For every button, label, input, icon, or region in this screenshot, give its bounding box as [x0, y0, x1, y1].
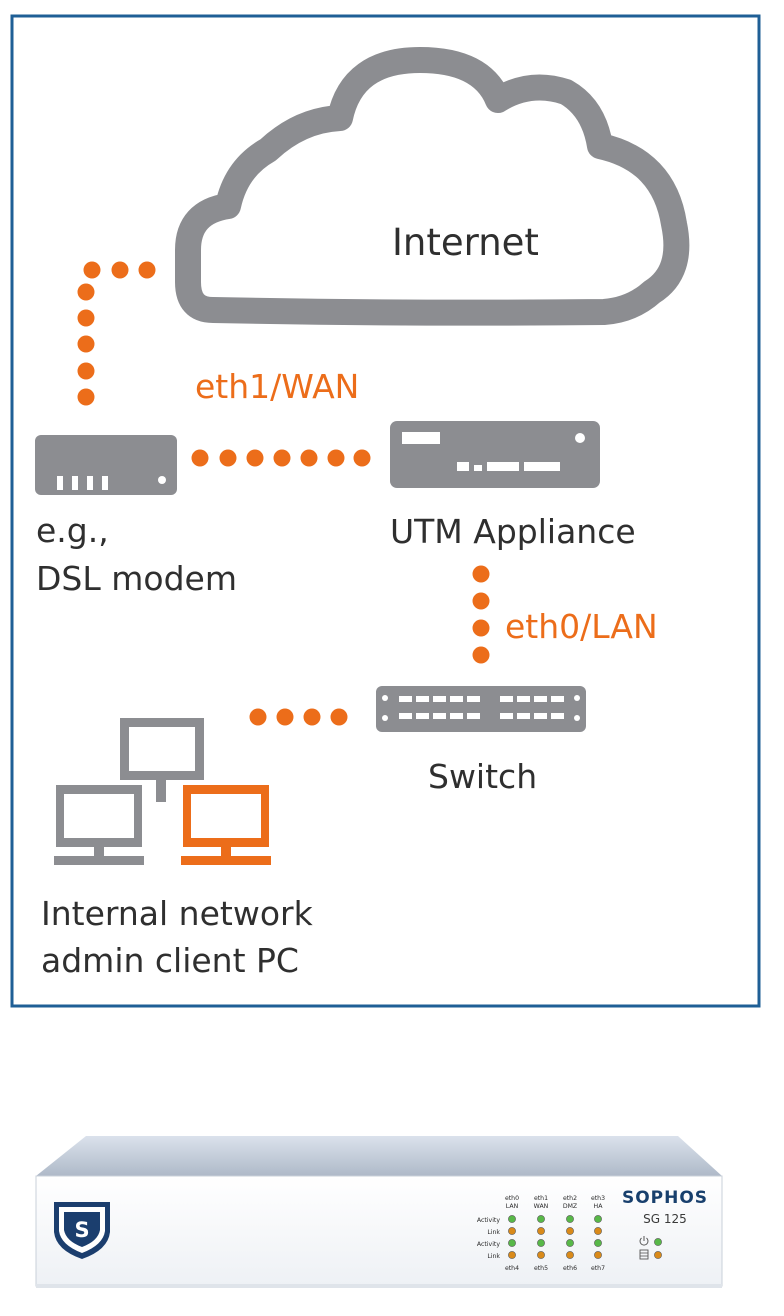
port-5-name: eth5	[534, 1265, 548, 1272]
client-label-line1: Internal network	[41, 894, 314, 933]
row-label: Activity	[477, 1241, 500, 1248]
switch-icon	[376, 686, 586, 732]
port-1-name: eth1	[534, 1195, 548, 1202]
model-name: SG 125	[643, 1212, 687, 1226]
port-6-name: eth6	[563, 1265, 577, 1272]
switch-label: Switch	[428, 757, 537, 796]
port-0-name: eth0	[505, 1195, 519, 1202]
sophos-appliance-photo: S eth0 LAN eth1 WAN eth2 DMZ eth3 HA Act…	[35, 1136, 723, 1288]
row-label: Link	[487, 1253, 500, 1260]
switch-pc-link	[249, 708, 348, 726]
port-0-role: LAN	[506, 1203, 519, 1210]
shield-logo-icon: S	[54, 1202, 110, 1259]
port-3-role: HA	[594, 1203, 604, 1210]
wan-label: eth1/WAN	[195, 367, 359, 406]
svg-text:S: S	[74, 1218, 89, 1242]
led-row-labels: Activity Link Activity Link	[477, 1217, 501, 1260]
lan-label: eth0/LAN	[505, 607, 658, 646]
port-3-name: eth3	[591, 1195, 605, 1202]
port-1-role: WAN	[534, 1203, 549, 1210]
row-label: Activity	[477, 1217, 500, 1224]
port-7-name: eth7	[591, 1265, 605, 1272]
modem-utm-link	[191, 449, 371, 467]
modem-internet-link	[77, 261, 156, 406]
pc-cluster-icon	[54, 718, 271, 865]
port-2-name: eth2	[563, 1195, 577, 1202]
port-labels-top: eth0 LAN eth1 WAN eth2 DMZ eth3 HA	[505, 1195, 605, 1210]
row-label: Link	[487, 1229, 500, 1236]
port-labels-bottom: eth4 eth5 eth6 eth7	[505, 1265, 605, 1272]
utm-label: UTM Appliance	[390, 512, 636, 551]
diagram-frame	[10, 14, 761, 1008]
utm-appliance-icon	[390, 421, 600, 488]
modem-label-line1: e.g.,	[36, 511, 109, 550]
client-label-line2: admin client PC	[41, 941, 299, 980]
internet-label: Internet	[392, 221, 539, 264]
brand-name: SOPHOS	[622, 1188, 708, 1208]
power-icon	[639, 1236, 662, 1246]
internet-cloud-icon	[175, 47, 690, 326]
modem-icon	[35, 435, 177, 495]
port-2-role: DMZ	[563, 1203, 577, 1210]
port-4-name: eth4	[505, 1265, 519, 1272]
utm-switch-link	[472, 565, 490, 664]
storage-icon	[639, 1249, 662, 1260]
port-leds	[508, 1215, 602, 1259]
modem-label-line2: DSL modem	[36, 559, 237, 598]
